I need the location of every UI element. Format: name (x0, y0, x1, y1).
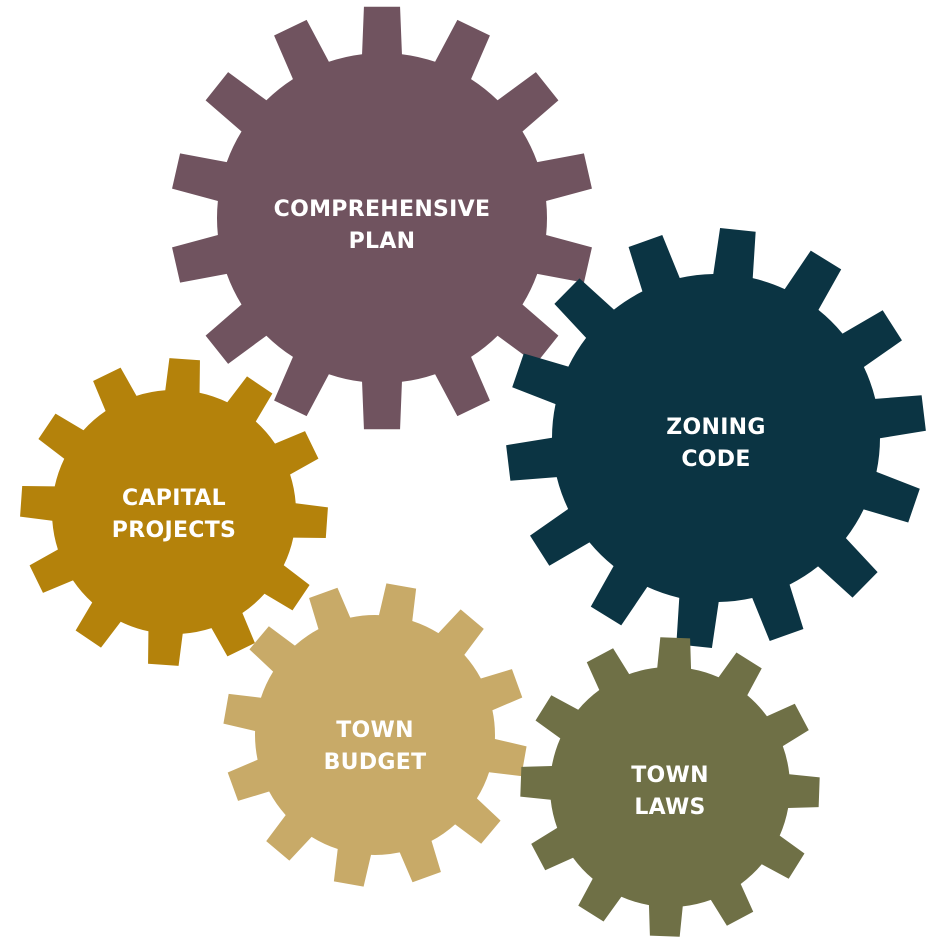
gear-zoning-code: ZONING CODE (506, 228, 926, 648)
gear-label-line-2: BUDGET (324, 750, 427, 775)
gear-label-line-1: ZONING (666, 415, 766, 440)
gear-label-line-1: TOWN (631, 763, 709, 788)
gear-label-line-2: LAWS (634, 795, 705, 820)
gear-icon (520, 637, 820, 937)
gear-icon (506, 228, 926, 648)
gear-town-budget: TOWN BUDGET (223, 583, 527, 887)
gear-icon (223, 583, 527, 887)
gear-label-line-2: PLAN (349, 229, 416, 254)
gear-label-line-2: PROJECTS (112, 518, 236, 543)
gear-label-line-1: TOWN (336, 718, 414, 743)
gear-icon (172, 6, 592, 430)
gear-label-line-1: COMPREHENSIVE (274, 197, 491, 222)
gear-town-laws: TOWN LAWS (520, 637, 820, 937)
gear-capital-projects: CAPITAL PROJECTS (20, 358, 328, 666)
gear-comprehensive-plan: COMPREHENSIVE PLAN (172, 6, 592, 430)
gear-icon (20, 358, 328, 666)
gear-label-line-2: CODE (681, 447, 750, 472)
gear-label-line-1: CAPITAL (122, 486, 226, 511)
